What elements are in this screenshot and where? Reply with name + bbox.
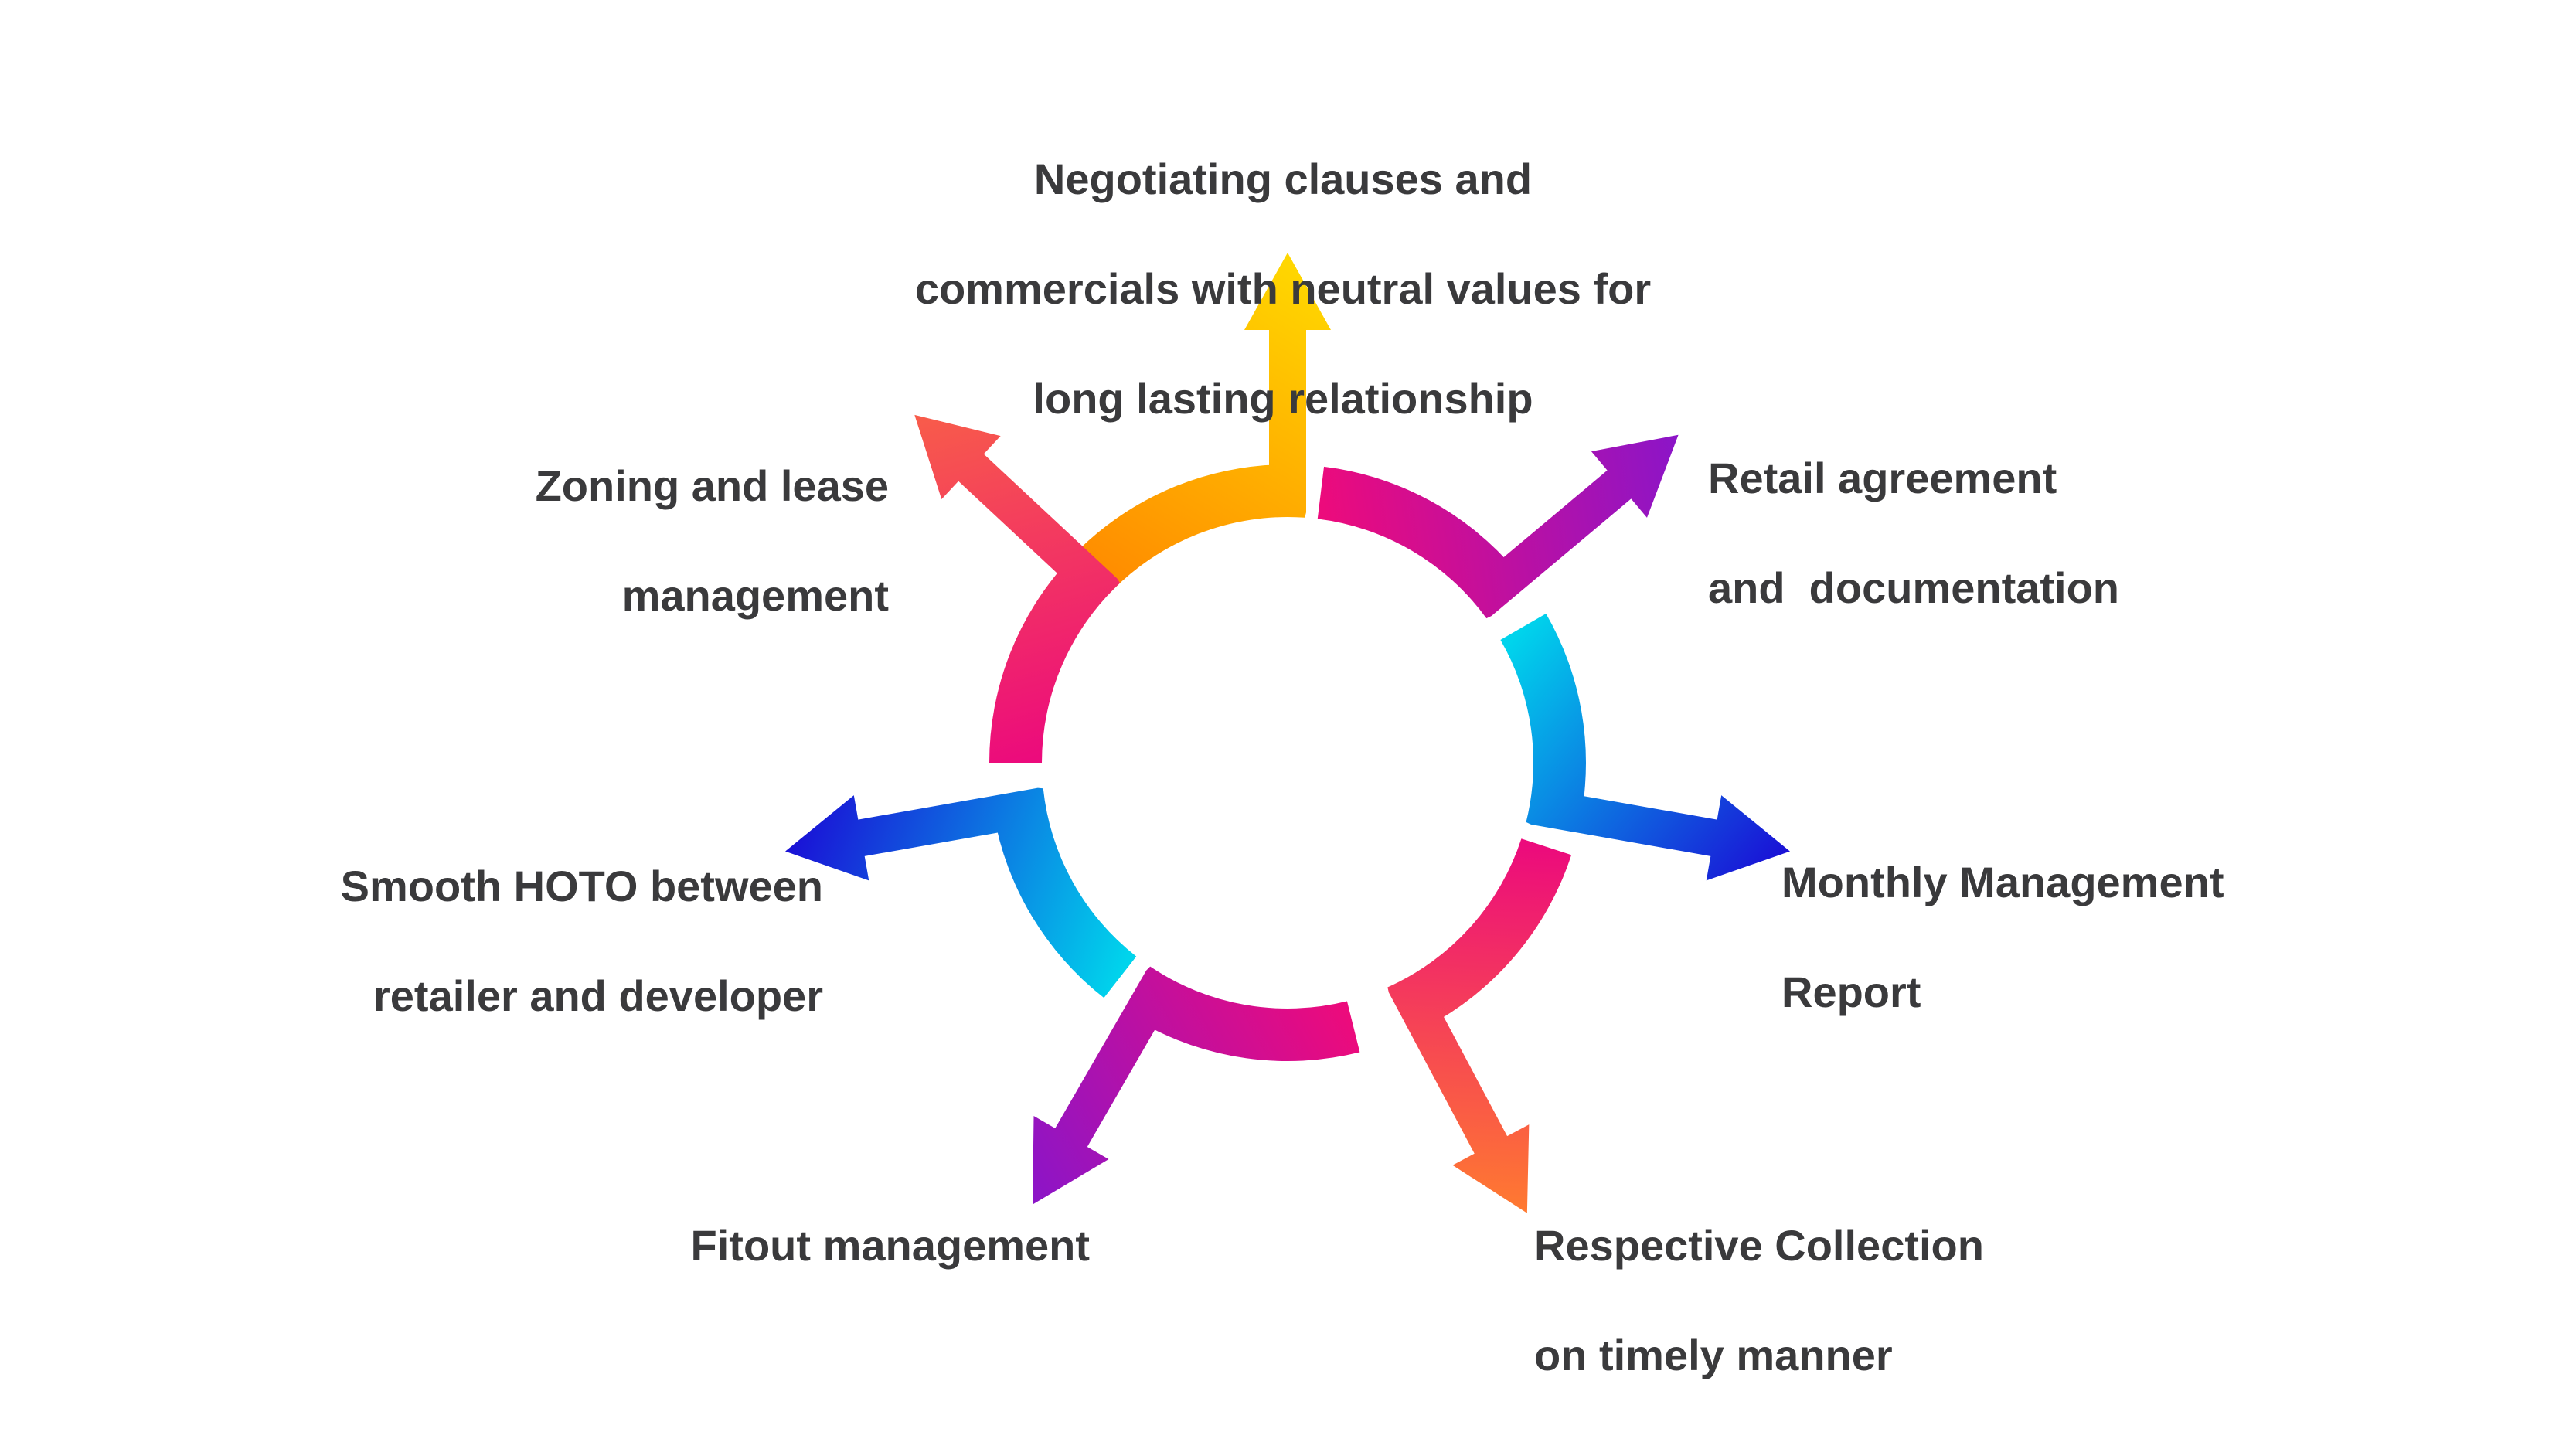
arc-arrow-negotiating [1069, 253, 1331, 596]
arc-arrow-retail-agreement [1317, 434, 1679, 619]
step-label-negotiating: Negotiating clauses and commercials with… [914, 155, 1652, 423]
step-label-monthly-report: Monthly Management Report [1781, 858, 2224, 1016]
step-label-fitout: Fitout management [690, 1221, 1090, 1270]
arc-arrow-collection [1387, 838, 1572, 1213]
step-label-retail-agreement: Retail agreement and documentation [1708, 454, 2119, 612]
step-label-collection: Respective Collection on timely manner [1534, 1221, 1984, 1379]
arc-arrow-monthly-report [1500, 614, 1790, 881]
arc-arrow-hoto [785, 787, 1137, 998]
arc-arrow-zoning [914, 414, 1121, 763]
step-label-hoto: Smooth HOTO between retailer and develop… [340, 862, 823, 1020]
step-label-zoning: Zoning and lease management [535, 461, 889, 620]
arc-arrow-fitout [1033, 966, 1360, 1205]
